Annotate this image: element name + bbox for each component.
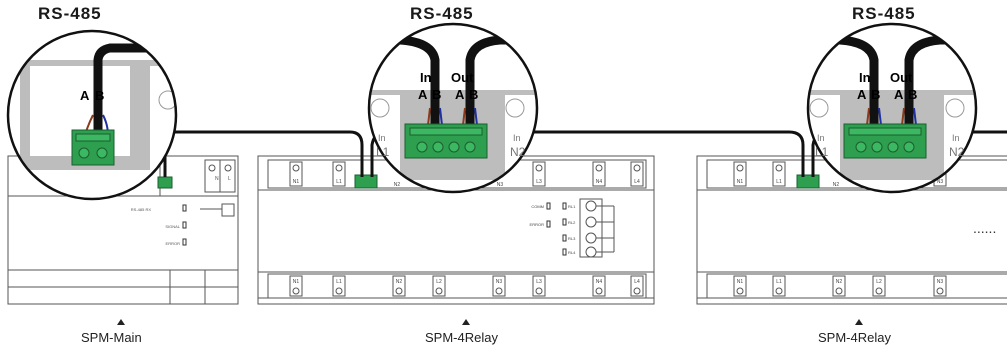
relay1-bot-n3: N3	[496, 279, 503, 285]
zoom-circle-main	[8, 31, 176, 199]
zoom2-term-left-1: In	[378, 133, 386, 143]
zoom-circle-main-border	[6, 29, 178, 201]
zoom-circle-relay1-border	[367, 22, 539, 194]
main-led-1-label: RS-485 RX	[131, 207, 152, 212]
zoom3-b2-label: B	[908, 87, 917, 102]
zoom-circle-relay2-border	[806, 22, 978, 194]
relay1-rs485-terminal	[354, 174, 378, 189]
main-rs485-terminal	[157, 176, 173, 189]
relay1-bot-l2: L2	[436, 279, 442, 285]
rs485-cable-relay1-to-relay2	[370, 130, 805, 177]
zoom3-a2-label: A	[894, 87, 904, 102]
relay2-rs485-terminal	[796, 174, 820, 189]
zoom1-b-label: B	[95, 88, 104, 103]
zoom2-term-left-2: L1	[376, 145, 390, 159]
main-led-2-label: SIGNAL	[165, 224, 180, 229]
main-term-l: L	[228, 176, 231, 182]
relay1-bot-l4: L4	[634, 279, 640, 285]
relay1-out-1: RL1	[568, 204, 576, 209]
zoom2-term-right-1: In	[513, 133, 521, 143]
relay1-top-n4: N4	[596, 179, 603, 185]
device-label-relay2: SPM-4Relay	[818, 330, 891, 345]
zoom-circle-relay2	[808, 24, 976, 192]
zoom3-term-left-2: L1	[815, 145, 829, 159]
rs485-header-1: RS-485	[38, 4, 102, 23]
zoom2-b2-label: B	[469, 87, 478, 102]
zoom3-in-label: In	[859, 70, 871, 85]
relay1-bottom-terminals	[289, 275, 644, 297]
relay1-pointer-icon	[462, 319, 470, 325]
relay2-top-n3: N3	[937, 179, 944, 185]
relay1-out-3: RL3	[568, 236, 576, 241]
relay2-bot-n1: N1	[737, 279, 744, 285]
zoom2-out-label: Out	[451, 70, 474, 85]
relay1-out-4: RL4	[568, 250, 576, 255]
relay1-bot-n2: N2	[396, 279, 403, 285]
main-term-n: N	[215, 176, 219, 182]
zoom2-a1-label: A	[418, 87, 428, 102]
relay1-top-l3: L3	[536, 179, 542, 185]
relay1-top-l4: L4	[634, 179, 640, 185]
zoom3-out-label: Out	[890, 70, 913, 85]
device-label-main: SPM-Main	[81, 330, 142, 345]
zoom3-term-right-1: In	[952, 133, 960, 143]
zoom2-in-label: In	[420, 70, 432, 85]
zoom3-b1-label: B	[871, 87, 880, 102]
relay2-top-n1: N1	[737, 179, 744, 185]
device-label-relay1: SPM-4Relay	[425, 330, 498, 345]
continuation-ellipsis: ......	[973, 220, 997, 236]
zoom3-a1-label: A	[857, 87, 867, 102]
relay2-bot-n3: N3	[937, 279, 944, 285]
main-pointer-icon	[117, 319, 125, 325]
relay1-top-n1: N1	[293, 179, 300, 185]
relay1-bot-n1: N1	[293, 279, 300, 285]
relay2-top-l1: L1	[776, 179, 782, 185]
relay1-bot-n4: N4	[596, 279, 603, 285]
zoom2-term-right-2: N2	[510, 145, 526, 159]
relay2-top-n2: N2	[833, 182, 840, 188]
rs485-header-3: RS-485	[852, 4, 916, 23]
zoom3-term-right-2: N2	[949, 145, 965, 159]
relay1-error-label: ERROR	[530, 222, 545, 227]
relay1-top-terminals	[289, 161, 644, 187]
zoom2-b1-label: B	[432, 87, 441, 102]
relay1-top-n3: N3	[497, 182, 504, 188]
relay1-bot-l3: L3	[536, 279, 542, 285]
relay1-top-l1: L1	[336, 179, 342, 185]
main-led-3-label: ERROR	[166, 241, 181, 246]
relay2-pointer-icon	[855, 319, 863, 325]
relay1-comm-label: COMM	[531, 204, 544, 209]
relay2-bot-l2: L2	[876, 279, 882, 285]
relay2-bot-l1: L1	[776, 279, 782, 285]
relay1-bot-l1: L1	[336, 279, 342, 285]
relay1-top-n2: N2	[394, 182, 401, 188]
rs485-header-2: RS-485	[410, 4, 474, 23]
zoom2-a2-label: A	[455, 87, 465, 102]
zoom3-term-left-1: In	[817, 133, 825, 143]
relay2-bot-n2: N2	[836, 279, 843, 285]
relay1-out-2: RL2	[568, 220, 576, 225]
zoom1-a-label: A	[80, 88, 90, 103]
